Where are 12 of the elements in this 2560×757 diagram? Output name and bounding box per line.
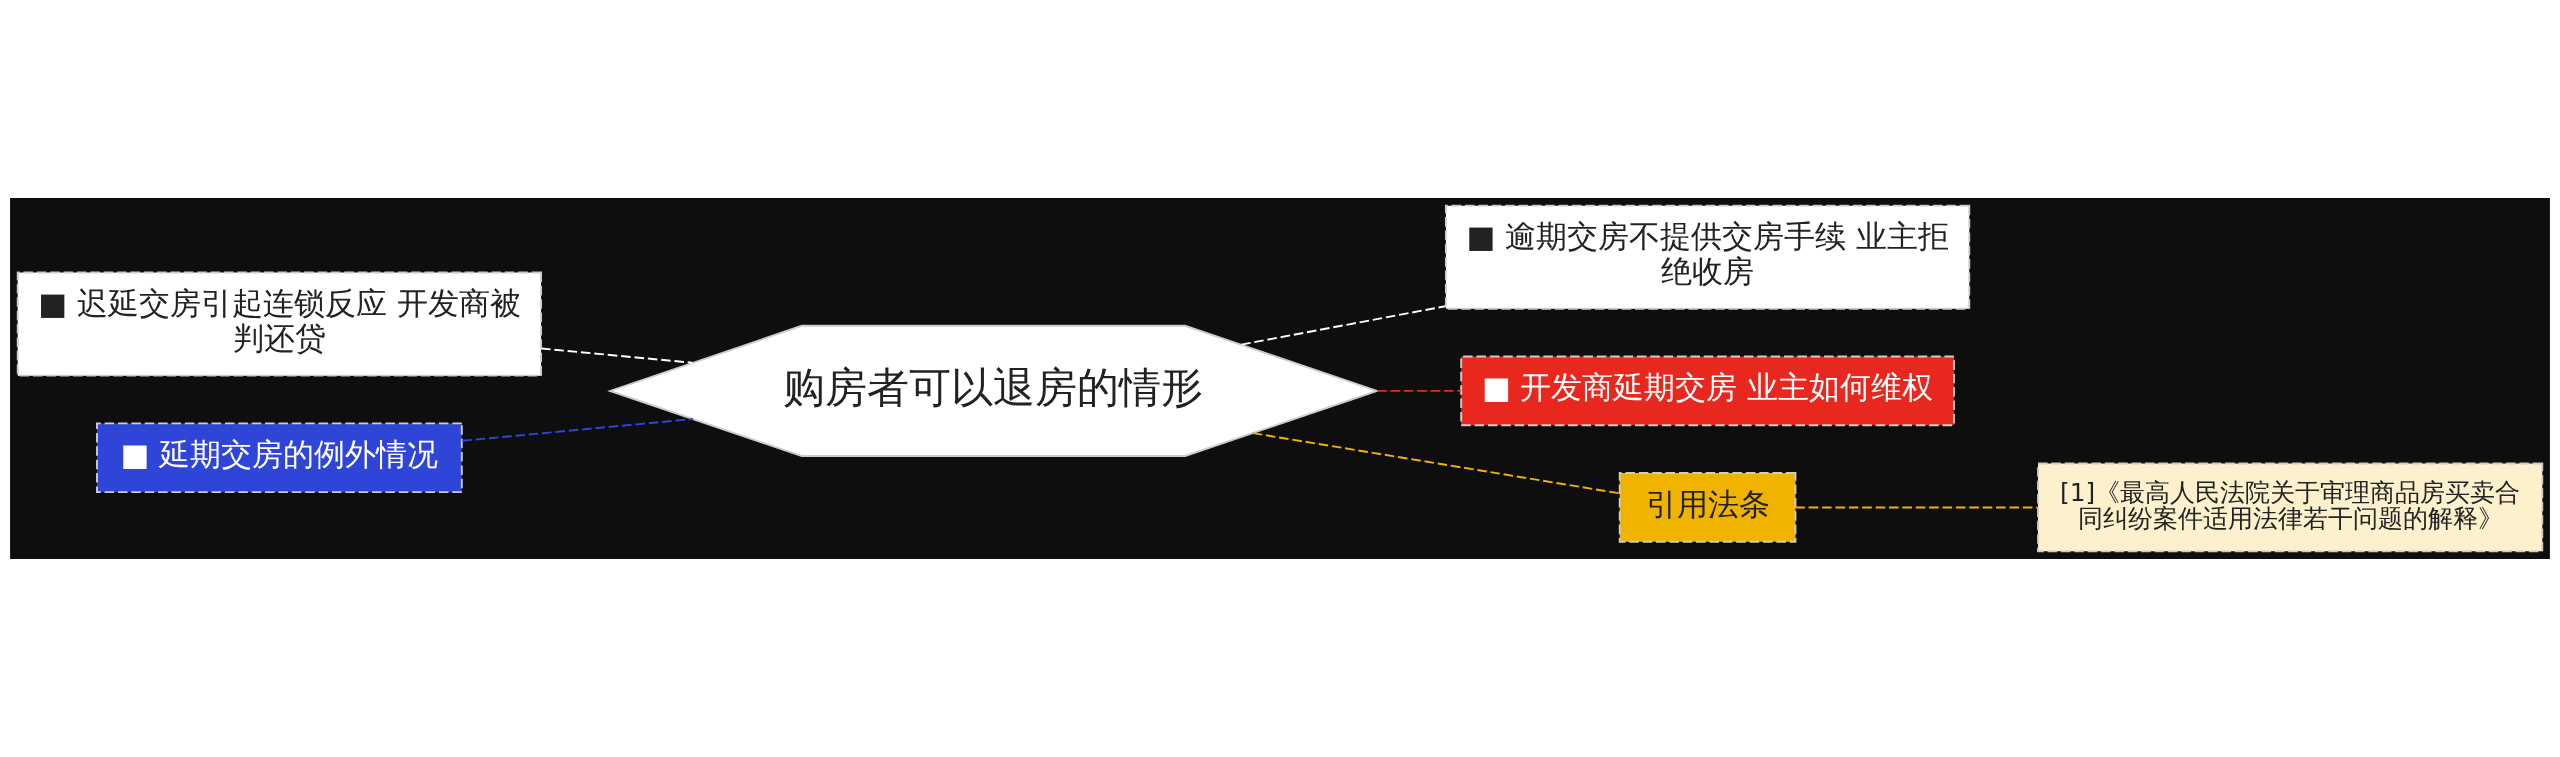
- node-box: ■ 逾期交房不提供交房手续 业主拒绝收房: [1444, 204, 1971, 310]
- node-box: ■ 开发商延期交房 业主如何维权: [1460, 355, 1955, 427]
- connector: [1251, 432, 1621, 495]
- connector: [540, 347, 694, 364]
- connector: [1794, 506, 2039, 509]
- node-box: 引用法条: [1618, 472, 1797, 543]
- connector: [461, 418, 694, 442]
- node-box: [1]《最高人民法院关于审理商品房买卖合同纠纷案件适用法律若干问题的解释》: [2037, 462, 2544, 553]
- node-box: ■ 迟延交房引起连锁反应 开发商被判还贷: [16, 271, 543, 377]
- connector: [1240, 305, 1447, 346]
- connector: [1376, 389, 1462, 392]
- node-box: ■ 延期交房的例外情况: [96, 422, 463, 494]
